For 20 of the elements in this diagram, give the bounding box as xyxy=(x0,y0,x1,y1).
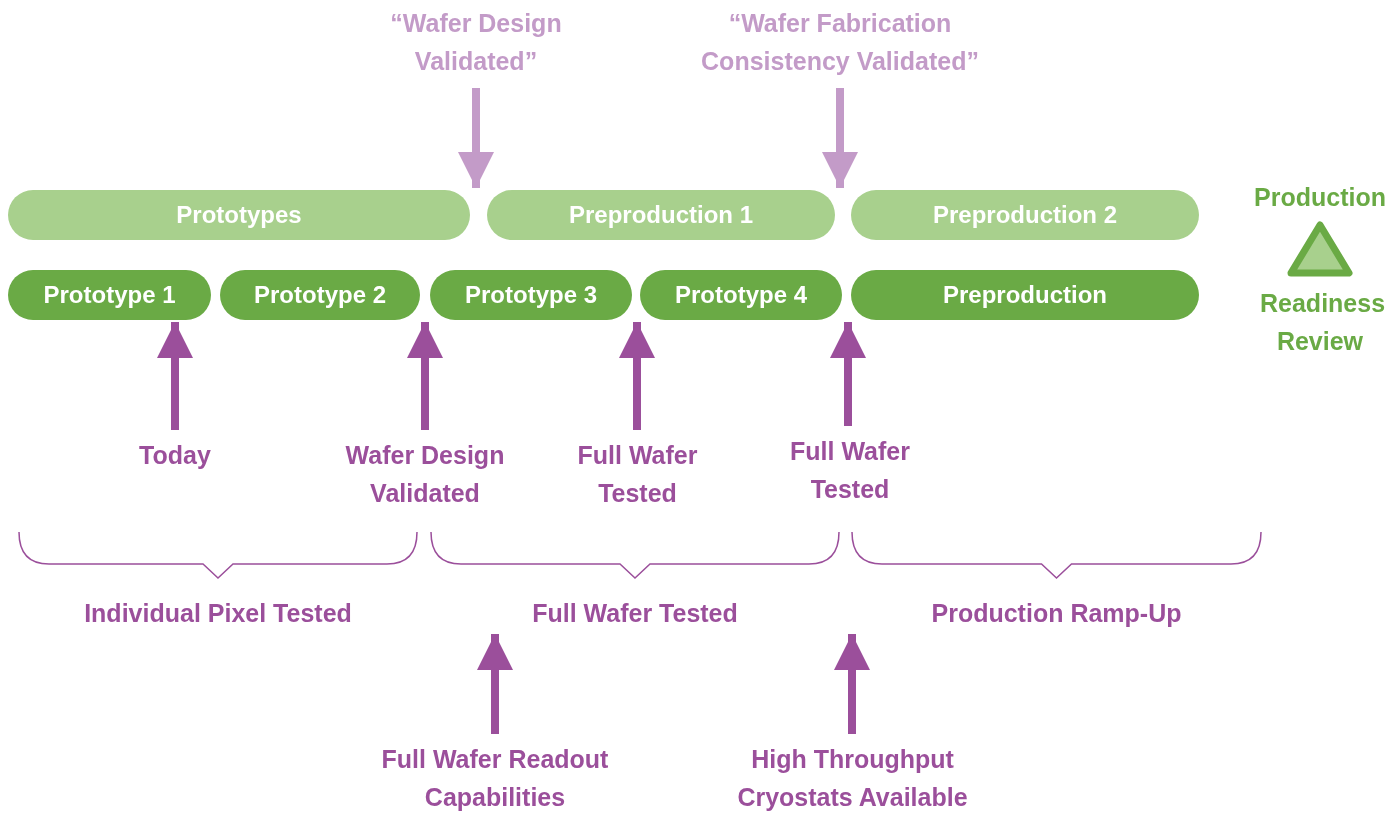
phase-label: Production Ramp-Up xyxy=(931,598,1182,629)
phase-bar: Preproduction 1 xyxy=(487,190,835,240)
phase-bar: Preproduction xyxy=(851,270,1199,320)
milestone-label: Today xyxy=(115,436,235,474)
phase-label: Full Wafer Tested xyxy=(532,598,738,629)
phase-bar: Prototype 2 xyxy=(220,270,420,320)
phase-label: Individual Pixel Tested xyxy=(84,598,352,629)
milestone-label: “Wafer Fabrication Consistency Validated” xyxy=(660,2,1020,82)
milestone-heading: Production xyxy=(1254,182,1386,213)
phase-bar: Preproduction 2 xyxy=(851,190,1199,240)
milestone-label: “Wafer Design Validated” xyxy=(360,2,592,82)
milestone-label: High Throughput Cryostats Available xyxy=(715,740,990,815)
milestone-label: Full Wafer Readout Capabilities xyxy=(345,740,645,815)
phase-bar: Prototype 3 xyxy=(430,270,632,320)
phase-bar: Prototype 4 xyxy=(640,270,842,320)
phase-bar: Prototypes xyxy=(8,190,470,240)
phase-bar: Prototype 1 xyxy=(8,270,211,320)
milestone-label: Full Wafer Tested xyxy=(560,436,715,512)
milestone-label: Wafer Design Validated xyxy=(325,436,525,512)
milestone-label: Full Wafer Tested xyxy=(770,432,930,508)
